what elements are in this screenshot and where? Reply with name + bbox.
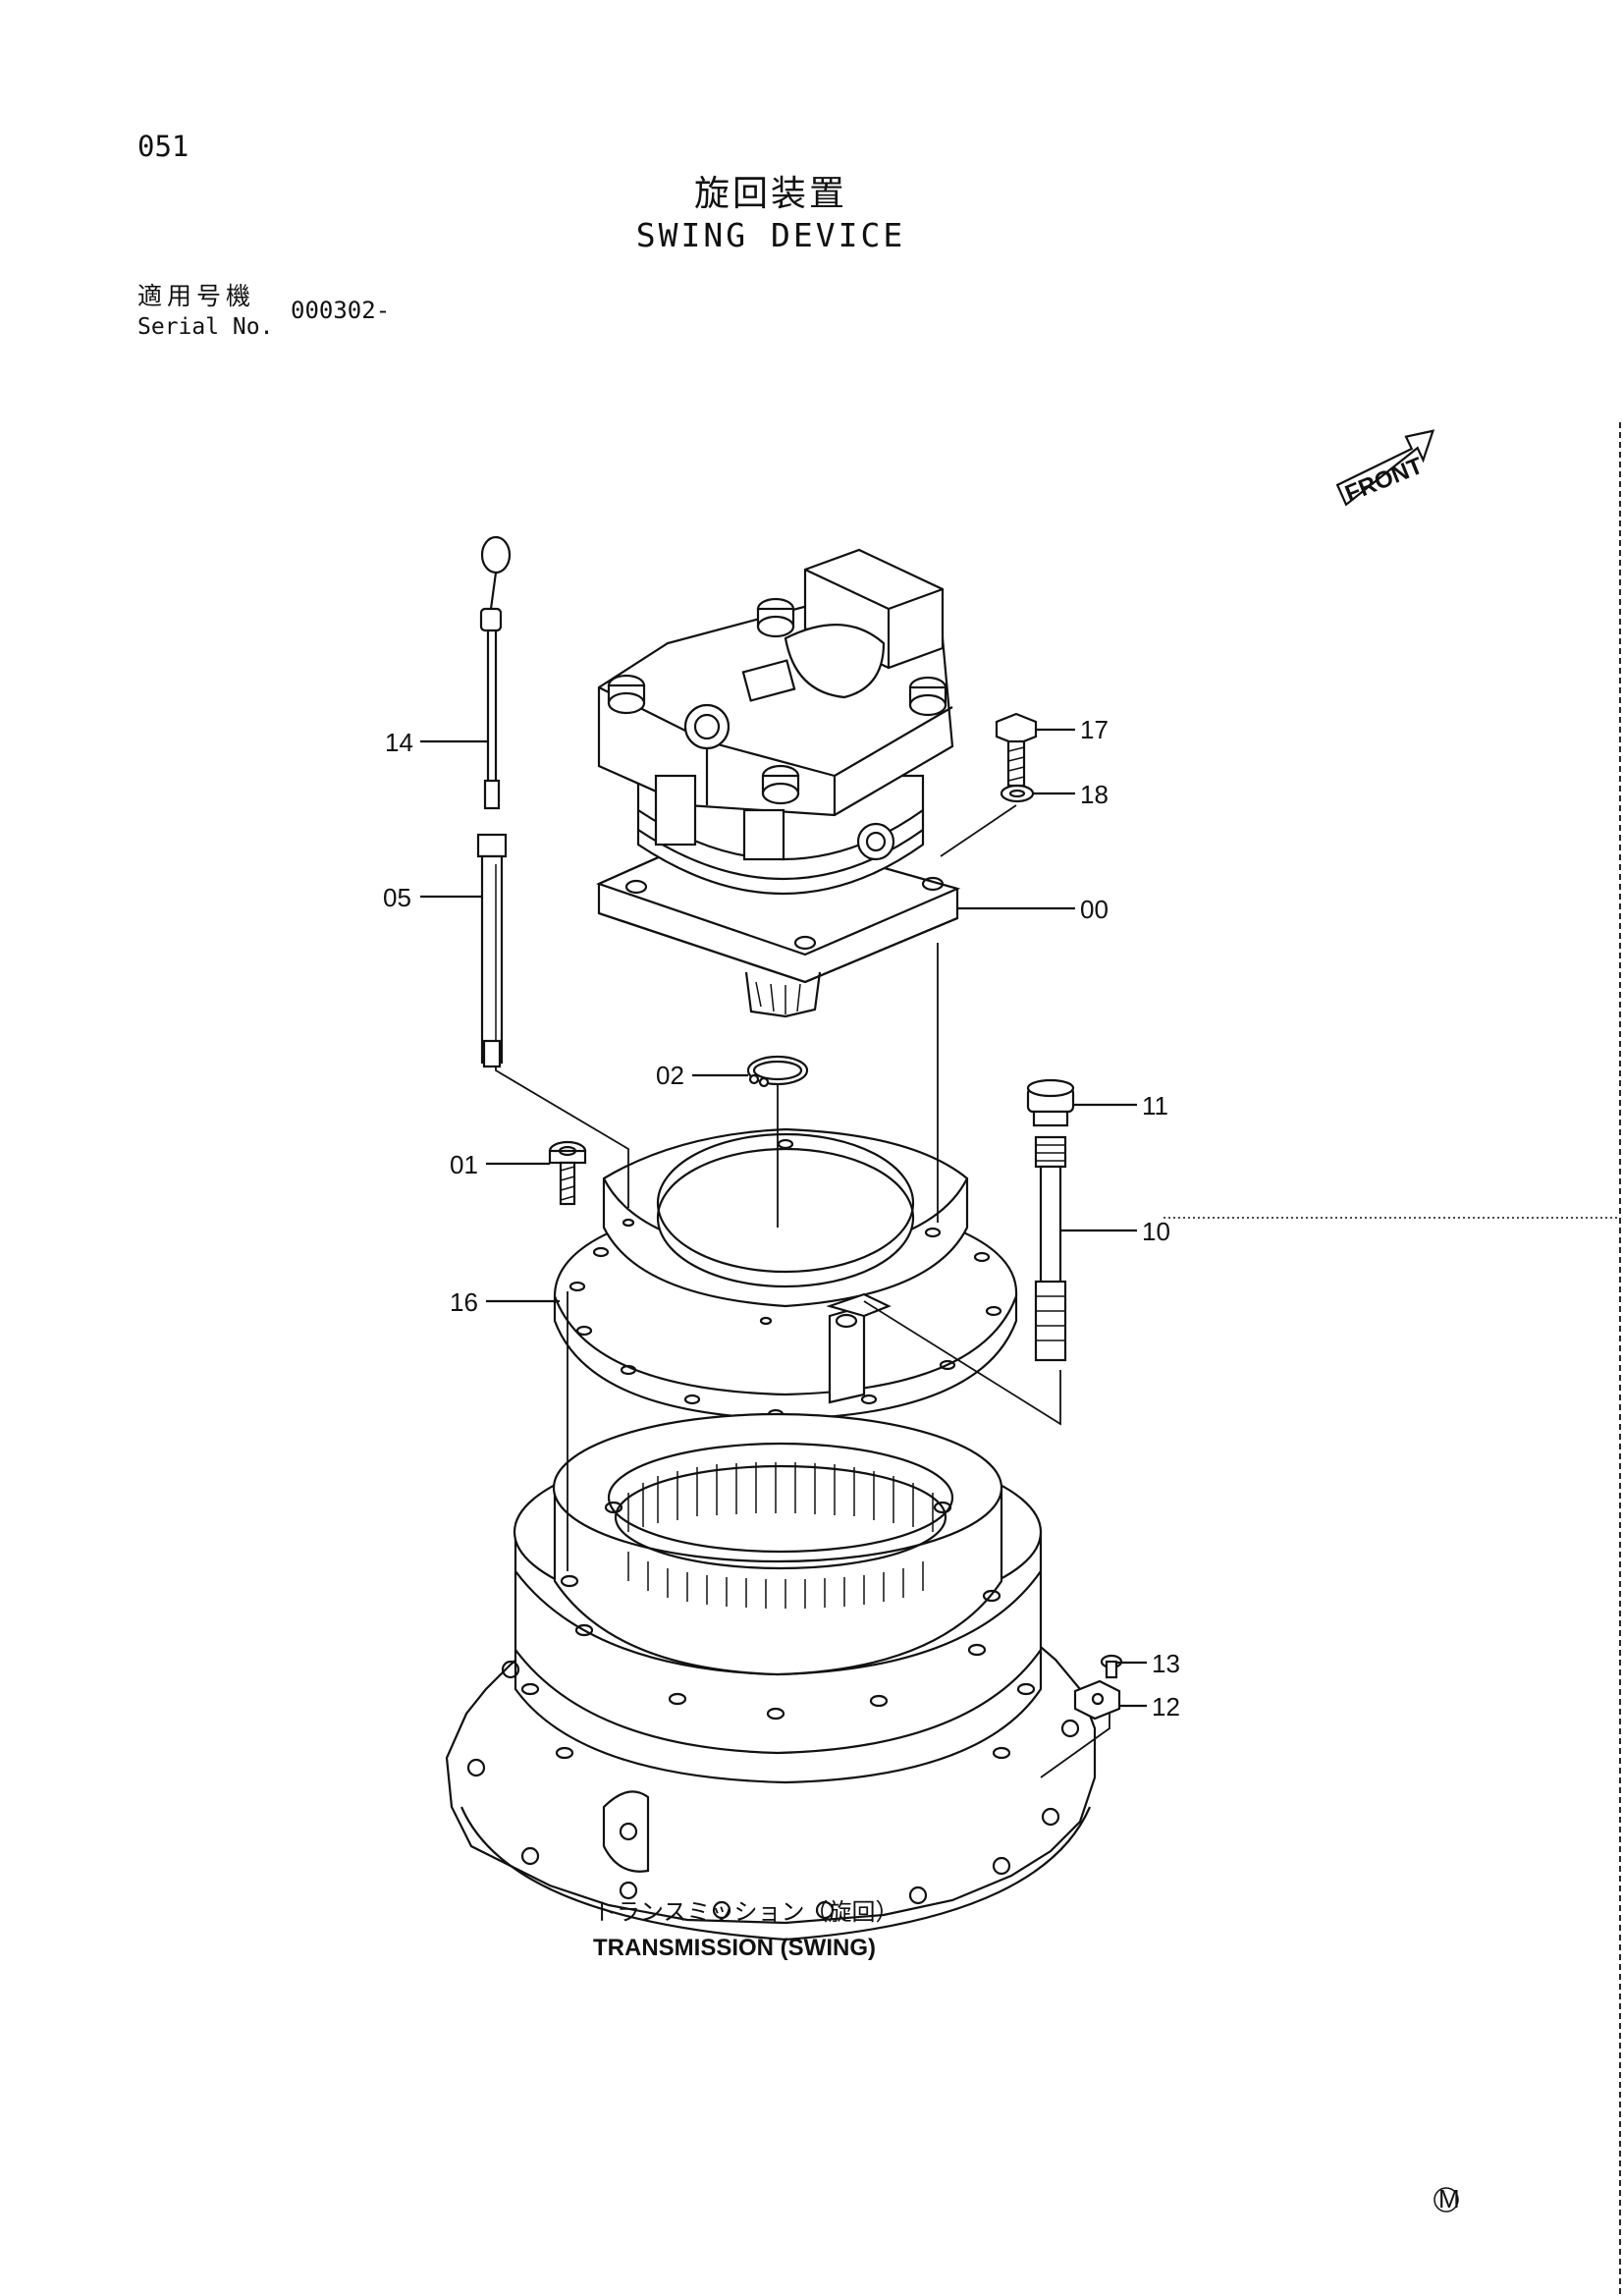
guide-tube-part: [476, 833, 508, 1068]
flange-hole: [592, 1246, 610, 1258]
title-japanese: 旋回装置: [693, 174, 847, 214]
flange-hole: [568, 1281, 586, 1292]
callout-02: 02: [656, 1061, 684, 1090]
callout-00: 00: [1080, 895, 1109, 924]
washer-part: [1000, 784, 1035, 803]
callout-labels: 14 05 17 18 00 02 11 01 10 16 13 12: [383, 715, 1180, 1722]
m-circle-icon: M: [1434, 2184, 1460, 2214]
motor-bolt: [756, 597, 795, 638]
front-arrow-icon: FRONT: [1335, 429, 1435, 508]
serial-label-english: Serial No.: [137, 314, 274, 340]
serial-number-value: 000302-: [291, 297, 391, 324]
transmission-label-english: TRANSMISSION (SWING): [593, 1935, 876, 1961]
callout-01: 01: [450, 1150, 478, 1179]
flange-hole: [985, 1305, 1002, 1317]
callout-13: 13: [1152, 1649, 1180, 1678]
title-english: SWING DEVICE: [635, 216, 906, 254]
flange-hole: [575, 1325, 593, 1337]
bracket-part: [1073, 1679, 1121, 1721]
front-label: FRONT: [1341, 453, 1427, 508]
plug-part: [1026, 1078, 1075, 1127]
swing-motor-part: [595, 548, 961, 1018]
bolt-part: [995, 712, 1038, 788]
motor-bolt: [761, 764, 800, 805]
page-number: 051: [137, 130, 189, 163]
footer-mark: M: [1438, 2184, 1460, 2214]
flange-hole: [939, 1359, 956, 1371]
pipe-part: [1034, 1135, 1067, 1362]
small-bolt-part: [1100, 1654, 1123, 1679]
flange-hole: [860, 1394, 878, 1405]
flange-hole: [973, 1251, 991, 1263]
callout-12: 12: [1152, 1692, 1180, 1722]
callout-05: 05: [383, 883, 411, 912]
callout-18: 18: [1080, 780, 1109, 809]
callout-17: 17: [1080, 715, 1109, 744]
flange-hole: [683, 1394, 701, 1405]
socket-bolt-part: [548, 1140, 587, 1206]
dipstick-part: [479, 535, 512, 810]
housing-flange-part: [553, 1127, 1018, 1421]
transmission-part: [445, 1412, 1097, 1941]
transmission-label-japanese: トランスミッション（旋回）: [593, 1898, 899, 1926]
callout-10: 10: [1142, 1217, 1170, 1246]
serial-label-japanese: 適用号機: [137, 282, 256, 310]
snap-ring-part: [746, 1055, 809, 1088]
leader-lines: [420, 728, 1147, 1778]
motor-bolt: [908, 676, 947, 717]
callout-11: 11: [1142, 1091, 1168, 1121]
motor-bolt: [607, 674, 646, 715]
callout-16: 16: [450, 1287, 478, 1317]
flange-hole: [620, 1364, 637, 1376]
callout-14: 14: [385, 728, 413, 757]
